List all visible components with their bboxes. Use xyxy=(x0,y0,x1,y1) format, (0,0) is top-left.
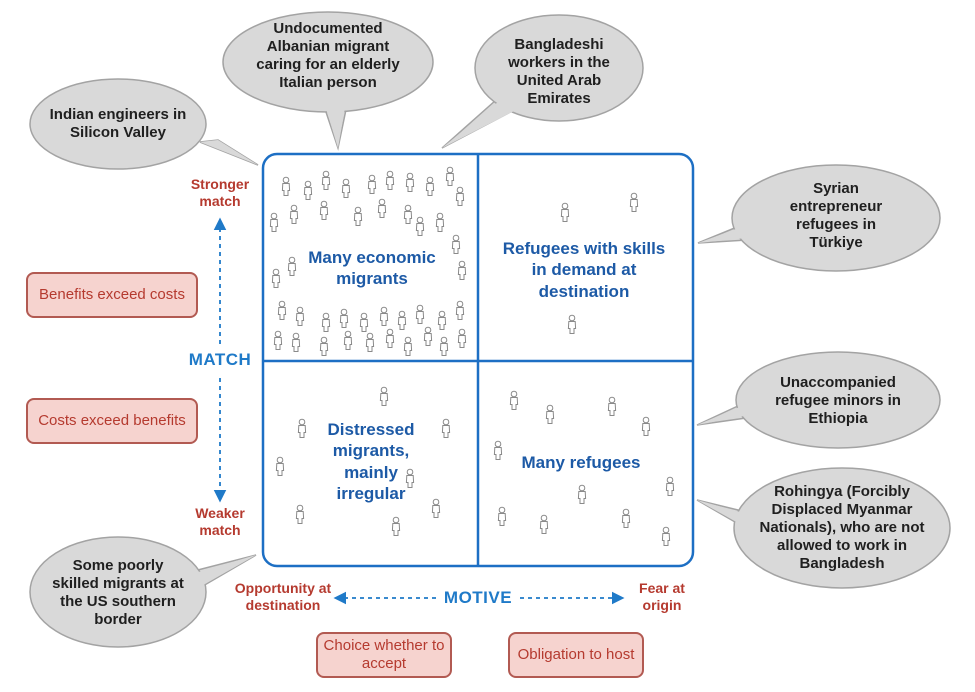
speech-bubble-syrian xyxy=(697,164,941,272)
speech-bubble-indian xyxy=(29,78,259,170)
bubble-text-syrian: Syrian entrepreneur refugees in Türkiye xyxy=(789,180,883,251)
box-choice-whether-to-accept: Choice whether to accept xyxy=(316,632,452,678)
box-costs-exceed-benefits: Costs exceed benefits xyxy=(26,398,198,444)
speech-bubble-rohingya xyxy=(696,467,951,589)
speech-bubble-bangladeshi xyxy=(441,14,644,149)
axis-title-motive: MOTIVE xyxy=(443,588,513,607)
axis-label-fear: Fear at origin xyxy=(639,580,685,613)
axis-label-stronger-match: Stronger match xyxy=(190,176,250,209)
bubble-text-rohingya: Rohingya (Forcibly Displaced Myanmar Nat… xyxy=(759,483,925,572)
axis-title-match: MATCH xyxy=(188,350,252,369)
bubble-text-bangladeshi: Bangladeshi workers in the United Arab E… xyxy=(508,36,610,107)
bubble-text-unaccompanied: Unaccompanied refugee minors in Ethiopia xyxy=(775,374,901,427)
axis-label-opportunity: Opportunity at destination xyxy=(234,580,332,613)
speech-bubble-us-border xyxy=(29,536,257,648)
quadrant-label-bottom-right: Many refugees xyxy=(521,453,641,472)
bubble-text-albanian: Undocumented Albanian migrant caring for… xyxy=(256,20,400,91)
speech-bubble-albanian xyxy=(222,11,434,151)
axis-label-weaker-match: Weaker match xyxy=(195,505,245,538)
bubble-text-us-border: Some poorly skilled migrants at the US s… xyxy=(52,557,184,628)
quadrant-label-top-left: Many economic migrants xyxy=(308,248,436,289)
quadrant-label-top-right: Refugees with skills in demand at destin… xyxy=(502,239,666,301)
speech-bubble-unaccompanied xyxy=(696,351,941,449)
bubble-text-indian: Indian engineers in Silicon Valley xyxy=(49,106,187,141)
box-obligation-to-host: Obligation to host xyxy=(508,632,644,678)
box-benefits-exceed-costs: Benefits exceed costs xyxy=(26,272,198,318)
quadrant-label-bottom-left: Distressed migrants, mainly irregular xyxy=(327,420,415,503)
